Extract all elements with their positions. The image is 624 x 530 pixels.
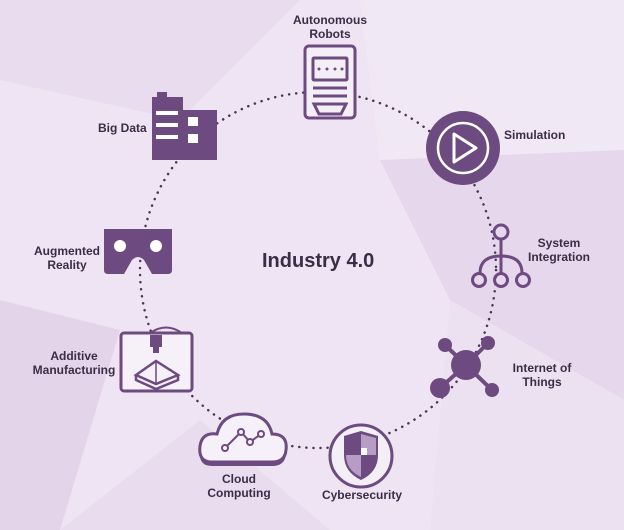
label-autonomous-robots: Autonomous Robots — [293, 13, 367, 41]
play-icon — [426, 111, 500, 185]
label-system-integration: System Integration — [528, 236, 590, 264]
vr-headset-icon — [104, 229, 172, 274]
cloud-icon — [198, 412, 288, 466]
diagram-title: Industry 4.0 — [262, 250, 375, 272]
label-internet-of-things: Internet of Things — [512, 361, 572, 389]
3d-printer-icon — [119, 326, 194, 393]
background-facet — [360, 0, 624, 160]
building-data-icon — [152, 92, 217, 160]
shield-icon — [328, 423, 394, 489]
label-big-data: Big Data — [98, 121, 147, 135]
robot-cabinet-icon — [303, 44, 357, 120]
background-facet — [0, 300, 120, 530]
label-cloud-computing: Cloud Computing — [207, 472, 271, 500]
branch-network-icon — [471, 223, 531, 288]
label-additive-manufacturing: Additive Manufacturing — [32, 349, 116, 377]
label-cybersecurity: Cybersecurity — [321, 488, 403, 502]
label-simulation: Simulation — [504, 128, 566, 142]
label-augmented-reality: Augmented Reality — [34, 244, 100, 272]
hub-network-icon — [430, 336, 499, 398]
background-facet — [0, 0, 300, 120]
background-facet — [60, 420, 330, 530]
